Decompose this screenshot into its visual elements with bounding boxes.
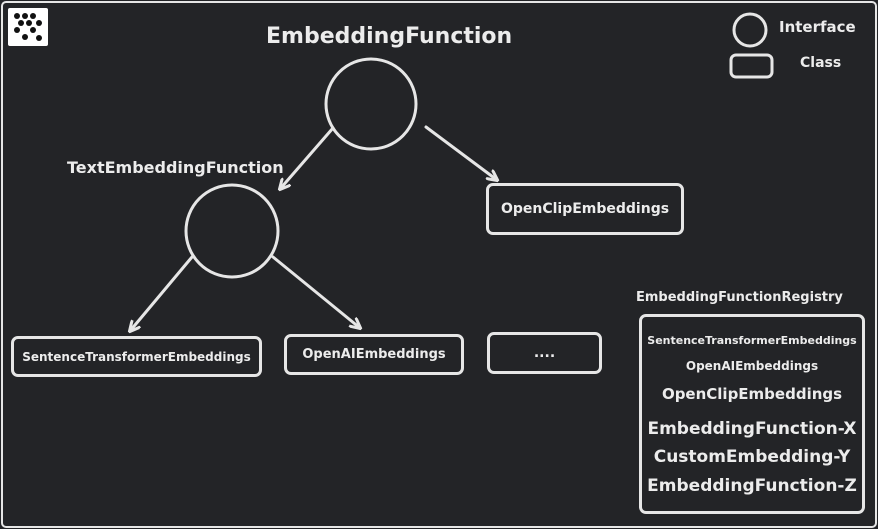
embedding-function-circle (324, 57, 418, 151)
registry-item: OpenClipEmbeddings (661, 385, 843, 403)
sentence-transformer-label: SentenceTransformerEmbeddings (22, 349, 251, 364)
registry-box: SentenceTransformerEmbeddings OpenAIEmbe… (639, 314, 865, 514)
arrow-root-to-openclip (424, 125, 497, 180)
openai-embeddings-label: OpenAIEmbeddings (302, 347, 446, 362)
registry-item: EmbeddingFunction-X (647, 419, 857, 439)
app-logo (8, 8, 48, 46)
registry-item: CustomEmbedding-Y (653, 447, 851, 467)
registry-item: OpenAIEmbeddings (685, 359, 819, 373)
more-classes-box: .... (487, 332, 602, 374)
embedding-function-label: EmbeddingFunction (266, 24, 513, 49)
legend-class-rect-icon (729, 53, 774, 79)
arrow-text-to-sentence (130, 255, 194, 331)
arrow-text-to-openai (271, 255, 360, 328)
sentence-transformer-class-box: SentenceTransformerEmbeddings (11, 336, 262, 377)
legend-interface-circle-icon (732, 12, 768, 48)
openclip-embeddings-label: OpenClipEmbeddings (500, 201, 670, 217)
text-embedding-function-circle (184, 183, 280, 279)
openai-embeddings-class-box: OpenAIEmbeddings (284, 334, 464, 375)
legend-class-label: Class (800, 55, 842, 71)
legend-interface-label: Interface (779, 18, 856, 36)
registry-item: SentenceTransformerEmbeddings (647, 334, 857, 347)
text-embedding-function-label: TextEmbeddingFunction (67, 158, 284, 177)
arrow-root-to-text (280, 126, 335, 189)
registry-title: EmbeddingFunctionRegistry (636, 290, 843, 305)
registry-item: EmbeddingFunction-Z (647, 476, 857, 496)
openclip-embeddings-class-box: OpenClipEmbeddings (486, 183, 684, 235)
logo-dots-icon (14, 13, 42, 41)
more-classes-label: .... (533, 345, 556, 361)
